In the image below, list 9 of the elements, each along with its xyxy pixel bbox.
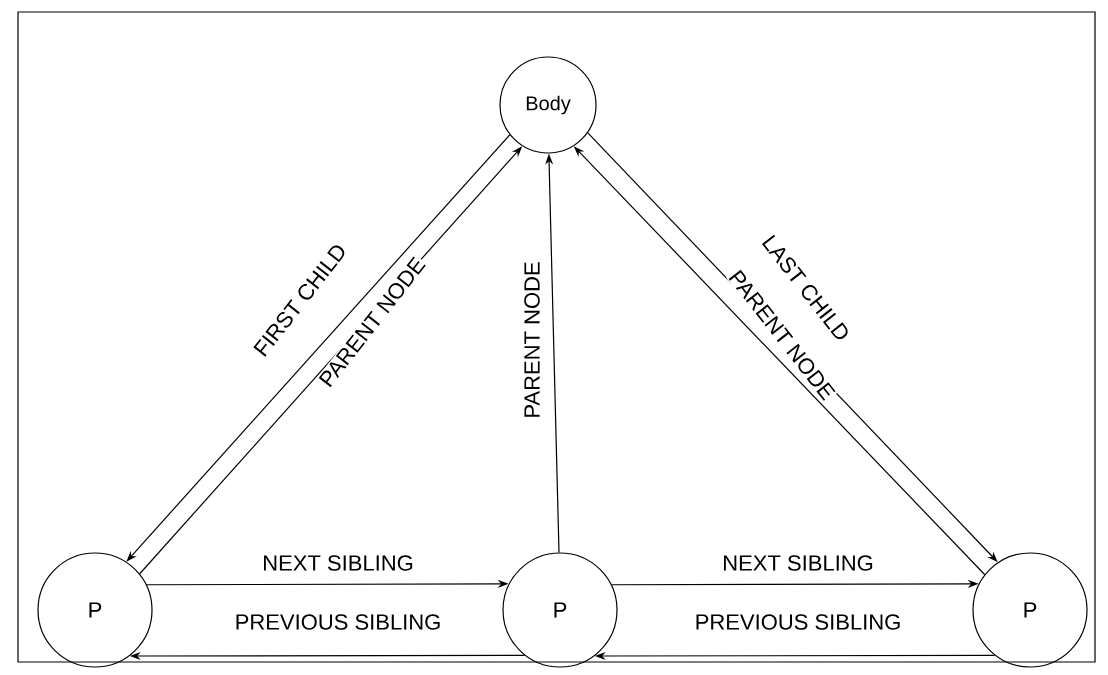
circle-node: P [37, 552, 153, 668]
edge-label: PREVIOUS SIBLING [693, 613, 903, 631]
edge-label: PARENT NODE [523, 260, 541, 420]
circle-node: Body [499, 56, 597, 154]
edge-label: PREVIOUS SIBLING [233, 613, 443, 631]
edge-label: NEXT SIBLING [721, 554, 875, 572]
edge-label: NEXT SIBLING [261, 554, 415, 572]
circle-node: P [502, 552, 618, 668]
circle-node: P [972, 552, 1088, 668]
